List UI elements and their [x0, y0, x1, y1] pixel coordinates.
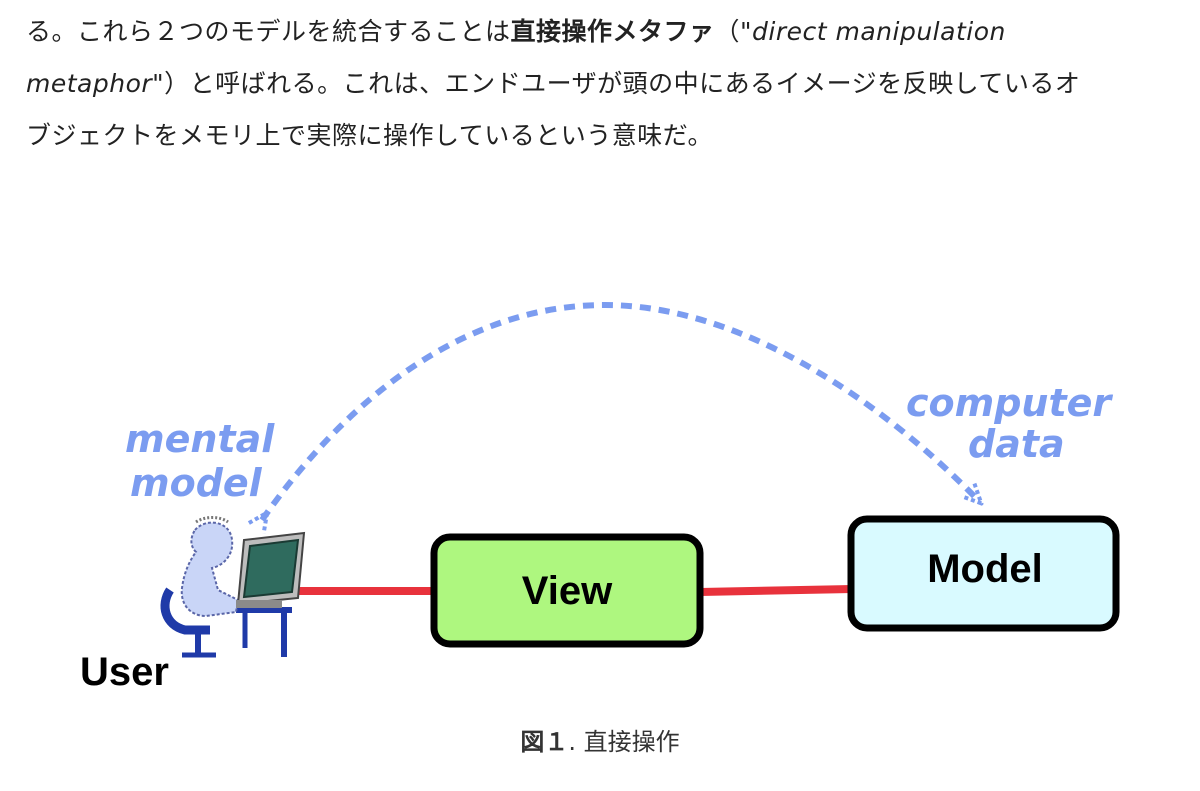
mental-model-label-line1: mental — [125, 417, 275, 461]
english-term-part1: direct manipulation — [752, 17, 1006, 46]
computer-data-label-line2: data — [968, 422, 1065, 466]
view-box-label: View — [522, 569, 613, 613]
caption-separator: . — [568, 728, 576, 756]
figure-caption: 図１. 直接操作 — [0, 722, 1200, 757]
mental-model-label-line2: model — [130, 461, 263, 505]
paragraph-paren-open: （" — [714, 17, 753, 46]
english-term-part2: metaphor — [26, 69, 153, 98]
figure-number: 図１ — [520, 728, 569, 756]
user-label: User — [80, 650, 169, 694]
model-box-label: Model — [927, 547, 1043, 591]
view-box — [430, 533, 704, 648]
paragraph-line1-text: る。これら２つのモデルを統合することは — [26, 17, 511, 46]
paragraph-line3-text: ブジェクトをメモリ上で実際に操作しているという意味だ。 — [26, 121, 714, 150]
direct-manipulation-diagram: mental model computer data View Model Us… — [80, 301, 1120, 694]
user-at-computer-icon — [160, 516, 306, 658]
term-direct-manipulation: 直接操作メタファ — [510, 17, 715, 46]
model-box — [847, 515, 1120, 632]
figure-title: 直接操作 — [583, 728, 680, 756]
body-paragraph: る。これら２つのモデルを統合することは直接操作メタファ（"direct mani… — [26, 6, 1186, 162]
mental-to-computer-arc — [262, 301, 975, 520]
paragraph-line2-text: "）と呼ばれる。これは、エンドユーザが頭の中にあるイメージを反映しているオ — [152, 69, 1081, 98]
computer-data-label-line1: computer — [906, 381, 1113, 425]
view-model-connector — [699, 585, 853, 596]
